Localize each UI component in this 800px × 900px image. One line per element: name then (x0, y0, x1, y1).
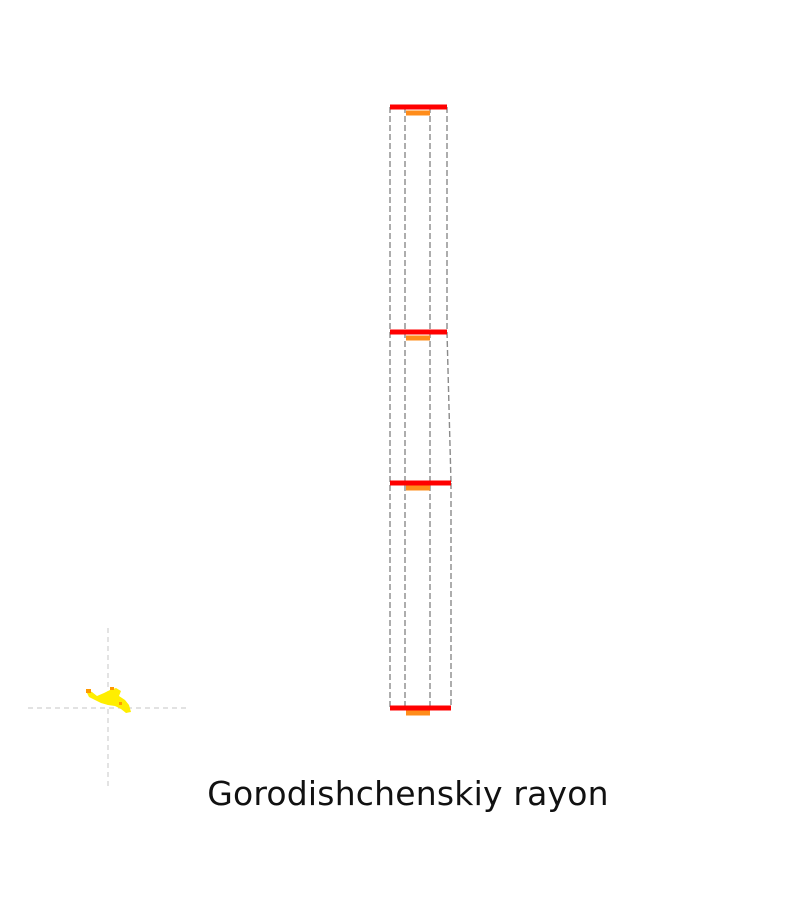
region-title: Gorodishchenskiy rayon (207, 774, 609, 813)
outline-right-outer (446, 331, 452, 484)
region-highlight (119, 702, 122, 705)
region-highlight (110, 687, 114, 690)
locator-inset (28, 628, 188, 788)
region-highlight (86, 689, 91, 693)
region-silhouette (86, 688, 131, 713)
extrusion-outline (389, 107, 452, 708)
boundary-levels (390, 104, 451, 716)
